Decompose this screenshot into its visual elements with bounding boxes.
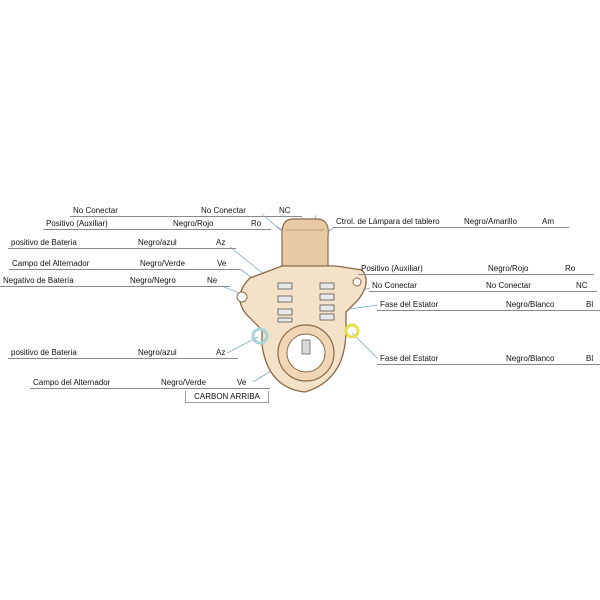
terminal-pins-right [319, 282, 335, 321]
terminal-pins-left [277, 282, 293, 323]
label-campo-alternador-bottom: Campo del Alternador Negro/Verde Ve [30, 377, 270, 389]
label-positivo-bateria-top: positivo de Bateria Negro/azul Az [8, 237, 236, 249]
battery-terminal-ring [251, 327, 269, 345]
label-fase-estator-bottom: Fase del Estator Negro/Blanco Bl [377, 353, 600, 365]
label-no-conectar-right: No Conectar No Conectar NC [369, 280, 597, 292]
label-negativo-bateria: Negativo de Batería Negro/Negro Ne [0, 275, 230, 287]
carbon-brush [301, 339, 311, 355]
label-positivo-auxiliar-top: Positivo (Auxiliar) Negro/Rojo Ro [43, 218, 271, 230]
label-positivo-auxiliar-right: Positivo (Auxiliar) Negro/Rojo Ro [358, 263, 594, 275]
mount-hole-right [352, 277, 362, 287]
label-ctrol-lampara: Ctrol. de Lámpara del tablero Negro/Amar… [333, 216, 569, 228]
connector-housing [281, 218, 329, 269]
stator-terminal-ring [344, 323, 360, 339]
carbon-arriba-label: CARBON ARRIBA [185, 391, 269, 403]
label-fase-estator-top: Fase del Estator Negro/Blanco Bl [377, 299, 600, 311]
label-campo-alternador-top: Campo del Alternador Negro/Verde Ve [9, 258, 240, 270]
label-positivo-bateria-bottom: positivo de Bateria Negro/azul Az [8, 347, 238, 359]
mount-hole-left [236, 291, 248, 303]
label-no-conectar-top: No Conectar No Conectar NC [70, 205, 302, 217]
